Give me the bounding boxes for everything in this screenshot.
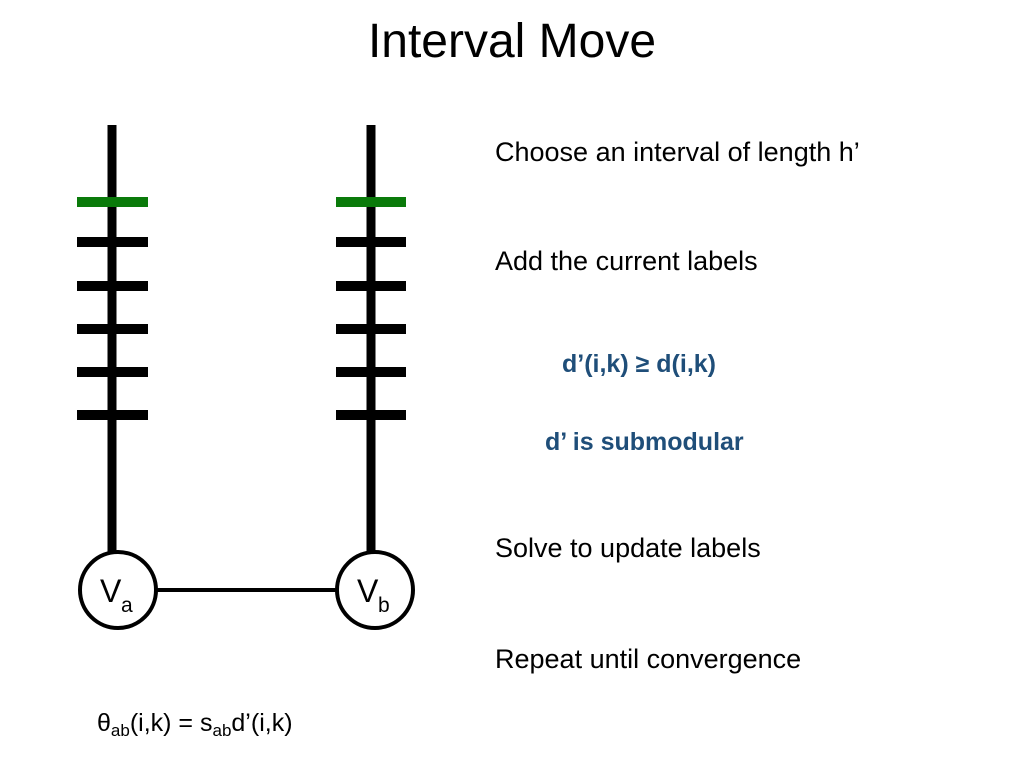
bottom-formula-args: (i,k) = s <box>129 709 213 737</box>
node-va-sublabel: a <box>121 594 133 617</box>
bullet-repeat-convergence: Repeat until convergence <box>495 644 802 674</box>
node-vb-sublabel: b <box>378 594 390 617</box>
node-vb-label: V <box>357 573 379 609</box>
bottom-formula-theta-subscript: ab <box>110 721 130 741</box>
bottom-formula-tail: d’(i,k) <box>231 709 293 737</box>
page-title: Interval Move <box>367 15 657 68</box>
node-va-label: V <box>100 573 122 609</box>
formula-submodular: d’ is submodular <box>545 428 744 456</box>
ladder-b <box>336 125 406 552</box>
node-va[interactable]: V a <box>78 550 158 630</box>
bottom-formula: θab(i,k) = sabd’(i,k) <box>97 709 293 741</box>
bottom-formula-theta: θ <box>97 709 111 737</box>
node-vb-circle <box>335 550 415 630</box>
bullet-solve-update: Solve to update labels <box>495 533 761 563</box>
bullet-choose-interval: Choose an interval of length h’ <box>495 137 860 167</box>
ladder-a <box>77 125 148 552</box>
bullet-add-labels: Add the current labels <box>495 246 758 276</box>
formula-inequality: d’(i,k) ≥ d(i,k) <box>562 350 716 378</box>
bottom-formula-s-subscript: ab <box>212 721 232 741</box>
node-vb[interactable]: V b <box>335 550 415 630</box>
diagram-svg: V a V b <box>77 125 415 630</box>
node-va-circle <box>78 550 158 630</box>
interval-move-diagram: V a V b <box>0 0 470 768</box>
